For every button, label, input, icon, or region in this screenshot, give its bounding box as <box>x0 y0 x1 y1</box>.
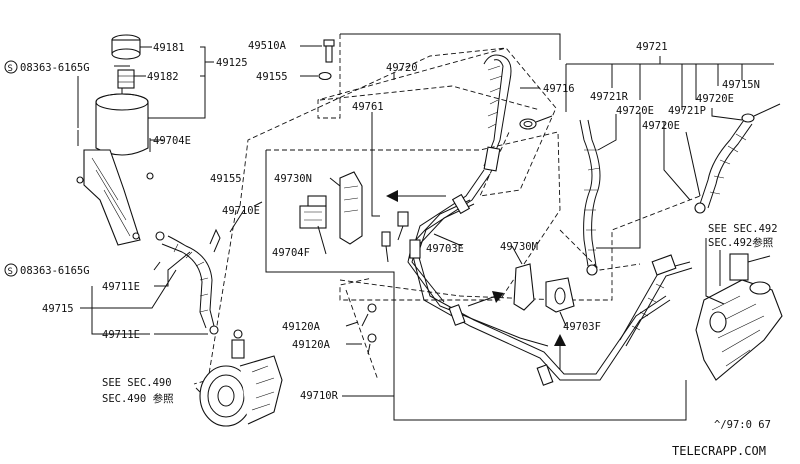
see-sec-490-line1: SEE SEC.490 <box>102 377 172 389</box>
label-49181: 49181 <box>153 42 185 54</box>
label-49716: 49716 <box>543 83 575 95</box>
label-08363-top: 08363-6165G <box>20 62 90 74</box>
label-49730N: 49730N <box>274 173 312 185</box>
see-sec-492-line1: SEE SEC.492 <box>708 223 778 235</box>
label-49720E-a: 49720E <box>616 105 654 117</box>
label-49704F: 49704F <box>272 247 310 259</box>
label-49715: 49715 <box>42 303 74 315</box>
mounting-bolts <box>361 303 377 355</box>
label-49120A-b: 49120A <box>292 339 331 351</box>
see-sec-492-line2: SEC.492参照 <box>708 236 774 249</box>
label-49703F: 49703F <box>563 321 601 333</box>
suction-hose <box>155 228 221 335</box>
return-hoses <box>579 103 781 276</box>
banjo-bolt-and-washer <box>300 39 335 81</box>
svg-text:S: S <box>8 267 13 277</box>
label-49721P: 49721P <box>668 105 706 117</box>
label-49155-mid: 49155 <box>210 173 242 185</box>
circled-s-icon: S S <box>4 60 18 277</box>
label-49715N: 49715N <box>722 79 760 91</box>
clamp-brackets-right <box>513 263 575 313</box>
label-49730M: 49730M <box>500 241 538 253</box>
label-08363-bottom: 08363-6165G <box>20 265 90 277</box>
dashed-routing-outline <box>193 34 701 385</box>
label-49710E: 49710E <box>222 205 260 217</box>
label-49704E: 49704E <box>153 135 191 147</box>
label-49761: 49761 <box>352 101 384 113</box>
label-leaders <box>80 56 774 393</box>
part-labels: 49181 49182 49125 08363-6165G 49704E 495… <box>20 40 778 458</box>
label-49720: 49720 <box>386 62 418 74</box>
label-49721: 49721 <box>636 41 668 53</box>
label-49711E-a: 49711E <box>102 281 140 293</box>
label-49155-top: 49155 <box>256 71 288 83</box>
watermark: TELECRAPP.COM <box>672 444 766 458</box>
label-49510A: 49510A <box>248 40 287 52</box>
diagram-code: ^/97:0 67 <box>714 419 771 431</box>
pressure-pipe-run <box>407 169 693 386</box>
label-49182: 49182 <box>147 71 179 83</box>
steering-gear <box>695 253 783 381</box>
label-49125: 49125 <box>216 57 248 69</box>
frame-lines <box>265 33 721 421</box>
direction-arrow-icon <box>386 190 566 370</box>
svg-text:S: S <box>8 64 13 74</box>
label-49711E-b: 49711E <box>102 329 140 341</box>
clamp-brackets-left <box>299 171 409 263</box>
label-49710R: 49710R <box>300 390 339 402</box>
label-49720E-c: 49720E <box>696 93 734 105</box>
high-pressure-hose <box>483 54 553 172</box>
power-steering-pump <box>199 329 283 427</box>
label-49721R: 49721R <box>590 91 629 103</box>
label-49120A-a: 49120A <box>282 321 321 333</box>
reservoir-leaders <box>77 46 214 141</box>
label-49703E: 49703E <box>426 243 464 255</box>
label-49720E-b: 49720E <box>642 120 680 132</box>
see-sec-490-line2: SEC.490 参照 <box>102 392 174 405</box>
